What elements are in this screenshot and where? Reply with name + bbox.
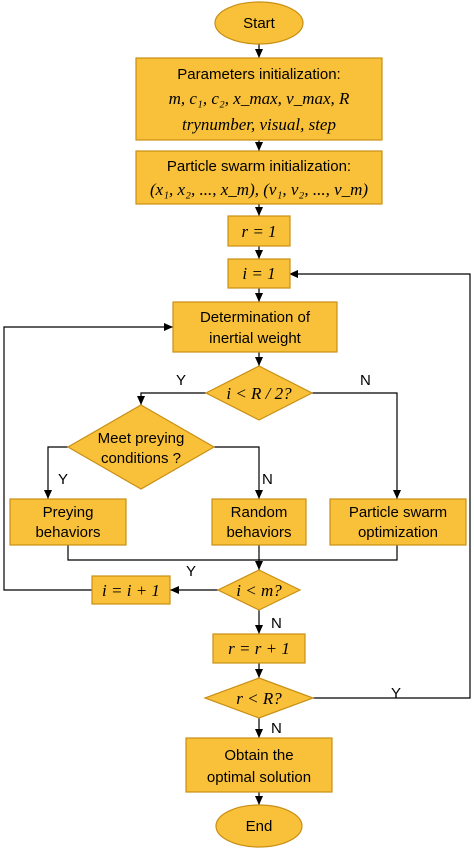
r-inc-node: r = r + 1 [212,633,306,664]
weight-line2: inertial weight [209,330,302,347]
edge-labels: Y N Y N Y N Y N [58,372,401,737]
decision-prey-line1: Meet preying [98,430,185,447]
edge-label-half-yes: Y [176,372,186,389]
end-node: End [215,804,303,848]
arrow-half-no [312,392,401,499]
params-title: Parameters initialization: [177,66,340,83]
decision-R-node: r < R? [203,677,315,719]
start-label: Start [243,15,276,32]
params-line1: m, c₁, c₂, x_max, v_max, R [169,89,350,108]
edge-label-prey-yes: Y [58,471,68,488]
obtain-node: Obtain the optimal solution [185,737,333,793]
prey-line1: Preying [43,504,94,521]
decision-half-label: i < R / 2? [226,384,292,403]
obtain-line2: optimal solution [207,769,311,786]
start-node: Start [214,1,304,45]
i-init-node: i = 1 [227,258,291,289]
pso-node: Particle swarm optimization [329,498,467,546]
edge-label-R-no: N [271,720,282,737]
swarm-line1: (x₁, x₂, ..., x_m), (v₁, v₂, ..., v_m) [150,180,368,199]
params-line2: trynumber, visual, step [182,115,336,134]
i-init-label: i = 1 [242,264,275,283]
arrow-prey-yes [44,446,68,499]
line-prey-merge [67,545,259,561]
line-pso-merge [259,545,398,561]
arrow-half-yes [137,392,206,405]
r-inc-label: r = r + 1 [228,639,290,658]
r-init-node: r = 1 [227,215,291,247]
r-init-label: r = 1 [241,222,276,241]
connectors [3,44,471,805]
decision-R-label: r < R? [236,689,282,708]
random-line1: Random [231,504,288,521]
arrow-i-inc-loop [3,323,173,591]
params-node: Parameters initialization: m, c₁, c₂, x_… [135,57,383,141]
arrow-R-yes-loop [289,270,471,699]
obtain-line1: Obtain the [224,747,293,764]
pso-line1: Particle swarm [349,504,447,521]
pso-line2: optimization [358,524,438,541]
edge-label-half-no: N [360,372,371,389]
prey-node: Preying behaviors [9,498,127,546]
edge-label-m-no: N [271,615,282,632]
weight-node: Determination of inertial weight [172,301,338,353]
weight-line1: Determination of [200,309,311,326]
edge-label-prey-no: N [262,471,273,488]
edge-label-R-yes: Y [391,685,401,702]
i-inc-node: i = i + 1 [91,575,171,605]
end-label: End [246,818,273,835]
decision-prey-node: Meet preying conditions ? [66,404,216,490]
i-inc-label: i = i + 1 [102,581,160,600]
arrow-prey-no [214,446,263,499]
edge-label-m-yes: Y [186,563,196,580]
prey-line2: behaviors [35,524,100,541]
decision-m-node: i < m? [216,569,302,611]
decision-prey-line2: conditions ? [101,450,181,467]
swarm-title: Particle swarm initialization: [167,158,351,175]
decision-m-label: i < m? [236,581,282,600]
decision-half-node: i < R / 2? [204,365,314,421]
random-node: Random behaviors [211,498,307,546]
swarm-node: Particle swarm initialization: (x₁, x₂, … [135,150,383,205]
random-line2: behaviors [226,524,291,541]
